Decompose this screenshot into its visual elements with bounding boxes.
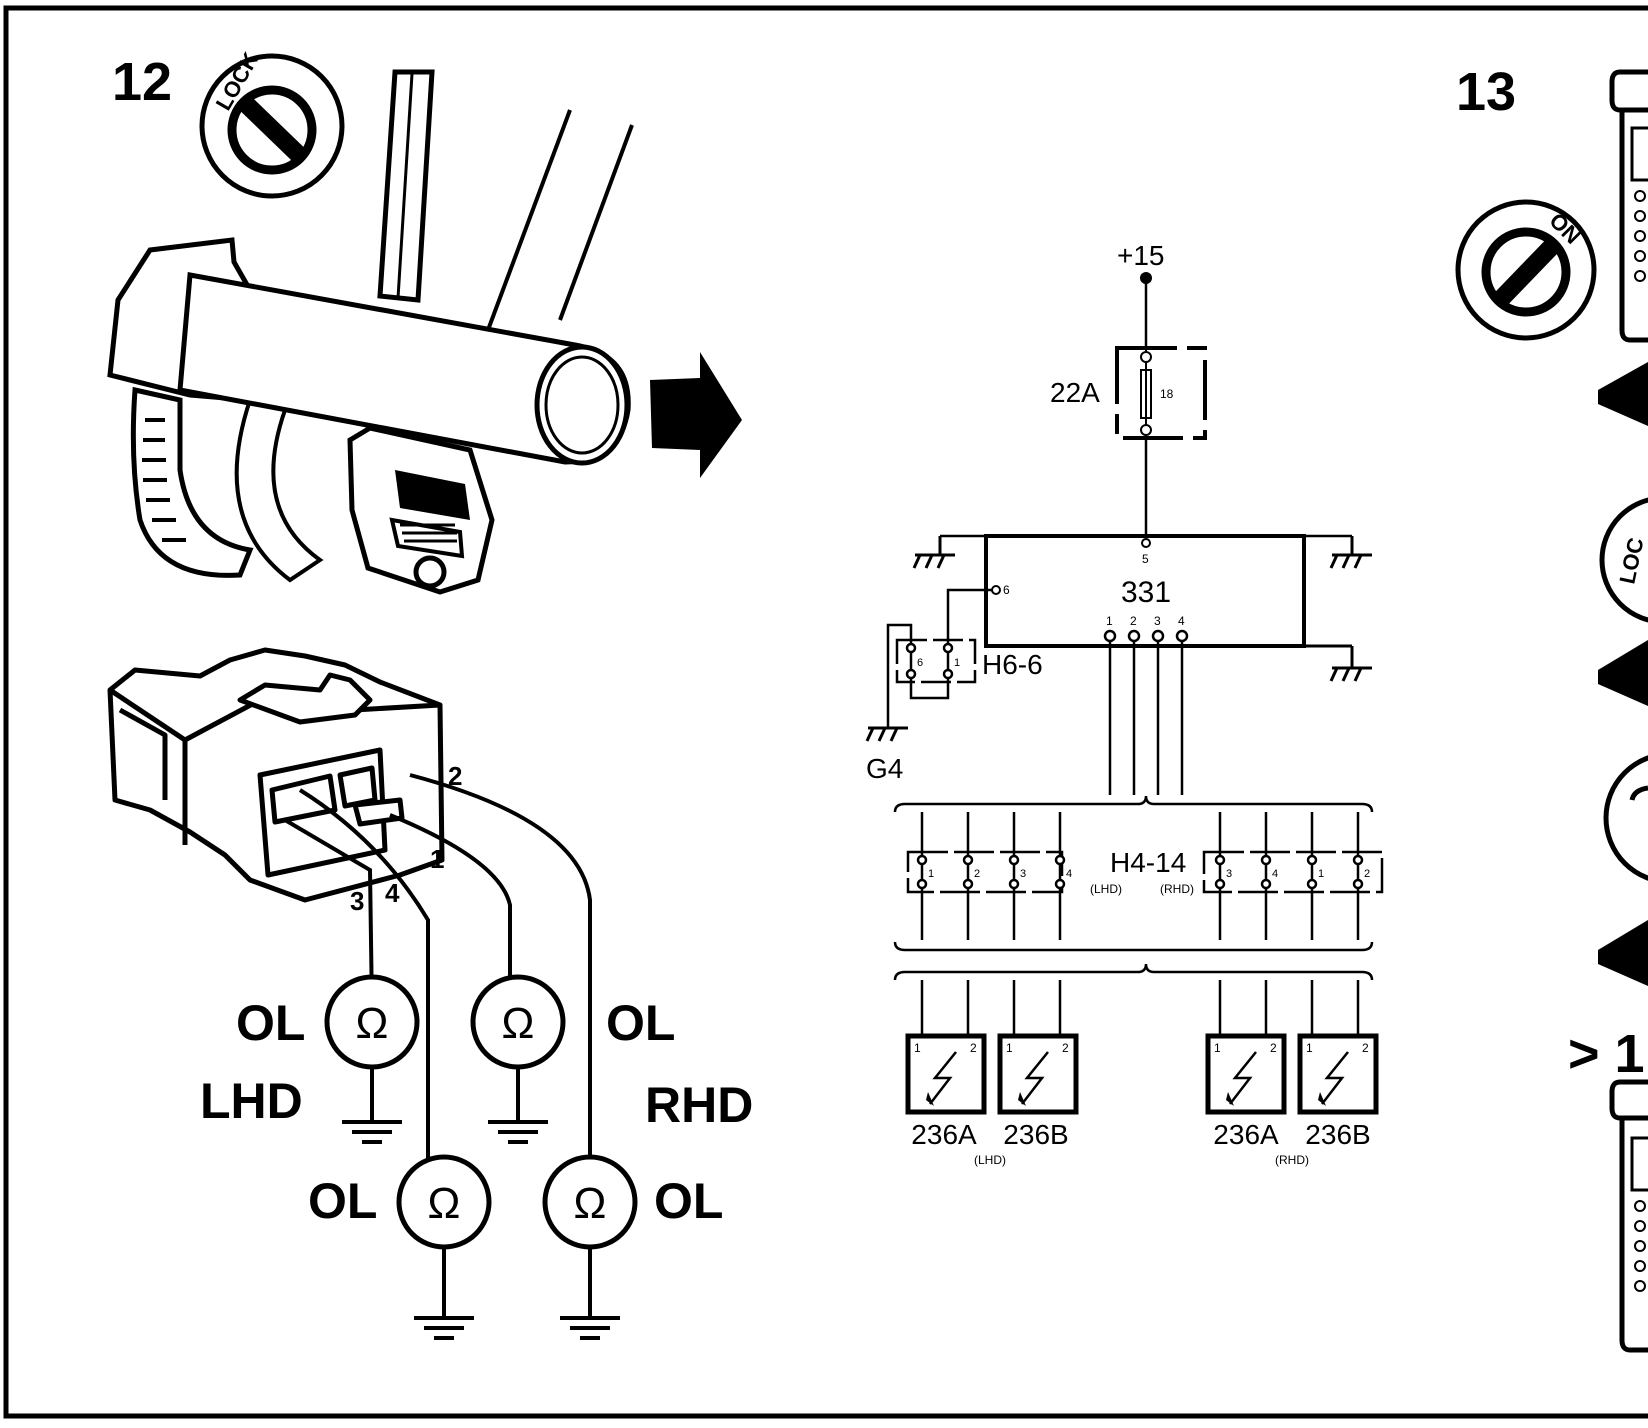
ohmmeter-pin4: Ω: [396, 1154, 492, 1340]
svg-text:Ω: Ω: [574, 1179, 607, 1228]
connector-pin-4: 4: [385, 878, 400, 908]
circuit-diagram: +15 18 22A 5 331 6: [865, 240, 1384, 1167]
connector-h4-14-rhd: [1202, 812, 1384, 940]
supply-label: +15: [1117, 240, 1165, 271]
ground-right-top: [1329, 536, 1372, 569]
ground-g4: [865, 726, 908, 742]
reading-ol-pin3: OL: [236, 995, 305, 1051]
connector-h4-14-label: H4-14: [1110, 847, 1186, 878]
actuator-236b-rhd: 1 2: [1297, 1033, 1379, 1115]
svg-text:4: 4: [1272, 868, 1278, 880]
svg-text:5: 5: [1142, 552, 1149, 566]
connector-wires: [283, 773, 592, 1160]
ground-left-top: [912, 536, 955, 569]
ohmmeter-pin1: Ω: [470, 974, 566, 1144]
actuator-label-236b-lhd: 236B: [1003, 1119, 1068, 1150]
group-label-rhd: (RHD): [1275, 1153, 1309, 1167]
ignition-partial-icon: [1603, 755, 1648, 881]
ohmmeter-pin2: Ω: [542, 1154, 638, 1340]
connector-h4-14-lhd: [906, 812, 1066, 940]
svg-text:1: 1: [928, 868, 934, 880]
svg-text:3: 3: [1226, 868, 1232, 880]
reading-ol-pin1: OL: [606, 995, 675, 1051]
module-label: 331: [1121, 576, 1171, 609]
svg-text:(RHD): (RHD): [1160, 882, 1194, 896]
label-rhd: RHD: [645, 1077, 753, 1133]
fuse-22a: 18: [1115, 346, 1207, 440]
svg-text:4: 4: [1178, 614, 1185, 628]
actuator-leads: [920, 980, 1360, 1036]
svg-text:3: 3: [1154, 614, 1161, 628]
actuator-236a-lhd: 1 2: [905, 1033, 987, 1115]
fuse-label: 22A: [1050, 377, 1100, 408]
actuator-236a-rhd: 1 2: [1205, 1033, 1287, 1115]
svg-text:1: 1: [1318, 868, 1324, 880]
connector-pin-2: 2: [448, 761, 462, 791]
svg-text:1: 1: [914, 1041, 921, 1055]
step-number-12: 12: [112, 52, 172, 112]
steering-column-lines: [234, 69, 634, 583]
actuator-236b-lhd: 1 2: [997, 1033, 1079, 1115]
svg-text:Ω: Ω: [502, 999, 535, 1048]
module-output-pins: [1103, 629, 1189, 795]
svg-text:2: 2: [1270, 1041, 1277, 1055]
svg-text:1: 1: [954, 657, 960, 669]
svg-text:2: 2: [974, 868, 980, 880]
reading-ol-pin4: OL: [308, 1173, 377, 1229]
actuator-label-236b-rhd: 236B: [1305, 1119, 1370, 1150]
brace-middle-b: [893, 963, 1374, 981]
ignition-on-icon: ON: [1455, 199, 1597, 341]
ohmmeter-pin3: Ω: [324, 974, 420, 1144]
pulse-signals: [1598, 362, 1648, 986]
connector-pin-3: 3: [350, 886, 364, 916]
svg-text:(LHD): (LHD): [1090, 882, 1122, 896]
ground-g4-label: G4: [866, 753, 903, 784]
svg-text:2: 2: [970, 1041, 977, 1055]
connector-h6-6-label: H6-6: [982, 649, 1043, 680]
group-label-lhd: (LHD): [974, 1153, 1006, 1167]
svg-text:1: 1: [1106, 614, 1113, 628]
svg-text:3: 3: [1020, 868, 1026, 880]
svg-text:1: 1: [1214, 1041, 1221, 1055]
column-connector-icon: [347, 425, 495, 595]
ignition-lock-partial-icon: LOC: [1599, 497, 1648, 623]
svg-text:Ω: Ω: [356, 999, 389, 1048]
ground-right-bottom: [1304, 644, 1372, 682]
next-arrow: [650, 352, 742, 478]
svg-text:18: 18: [1160, 387, 1174, 401]
svg-text:4: 4: [1066, 868, 1072, 880]
svg-text:1: 1: [1306, 1041, 1313, 1055]
scan-tool-top-icon: [1609, 69, 1648, 343]
actuator-label-236a-rhd: 236A: [1213, 1119, 1279, 1150]
actuator-label-236a-lhd: 236A: [911, 1119, 977, 1150]
diagnostic-tube-tool: [107, 237, 631, 578]
svg-text:6: 6: [917, 657, 923, 669]
connector-pin-1: 1: [430, 844, 444, 874]
svg-text:2: 2: [1362, 1041, 1369, 1055]
svg-text:2: 2: [1364, 868, 1370, 880]
scan-tool-bottom-icon: [1609, 1079, 1648, 1353]
svg-text:2: 2: [1130, 614, 1137, 628]
step-number-13: 13: [1456, 62, 1516, 122]
ignition-lock-icon: LOCK: [199, 48, 345, 199]
svg-text:6: 6: [1003, 583, 1010, 597]
step-next-indicator: > 1: [1568, 1024, 1645, 1084]
label-lhd: LHD: [200, 1073, 303, 1129]
reading-ol-pin2: OL: [654, 1173, 723, 1229]
svg-text:Ω: Ω: [428, 1179, 461, 1228]
svg-text:1: 1: [1006, 1041, 1013, 1055]
brace-middle-a: [893, 941, 1374, 952]
svg-text:2: 2: [1062, 1041, 1069, 1055]
brace-top: [893, 795, 1374, 813]
connector-h6-6: [886, 588, 992, 728]
frame-border: [3, 5, 1648, 1419]
connector-body: [107, 647, 445, 903]
module-331: 5 331 6: [940, 534, 1352, 648]
